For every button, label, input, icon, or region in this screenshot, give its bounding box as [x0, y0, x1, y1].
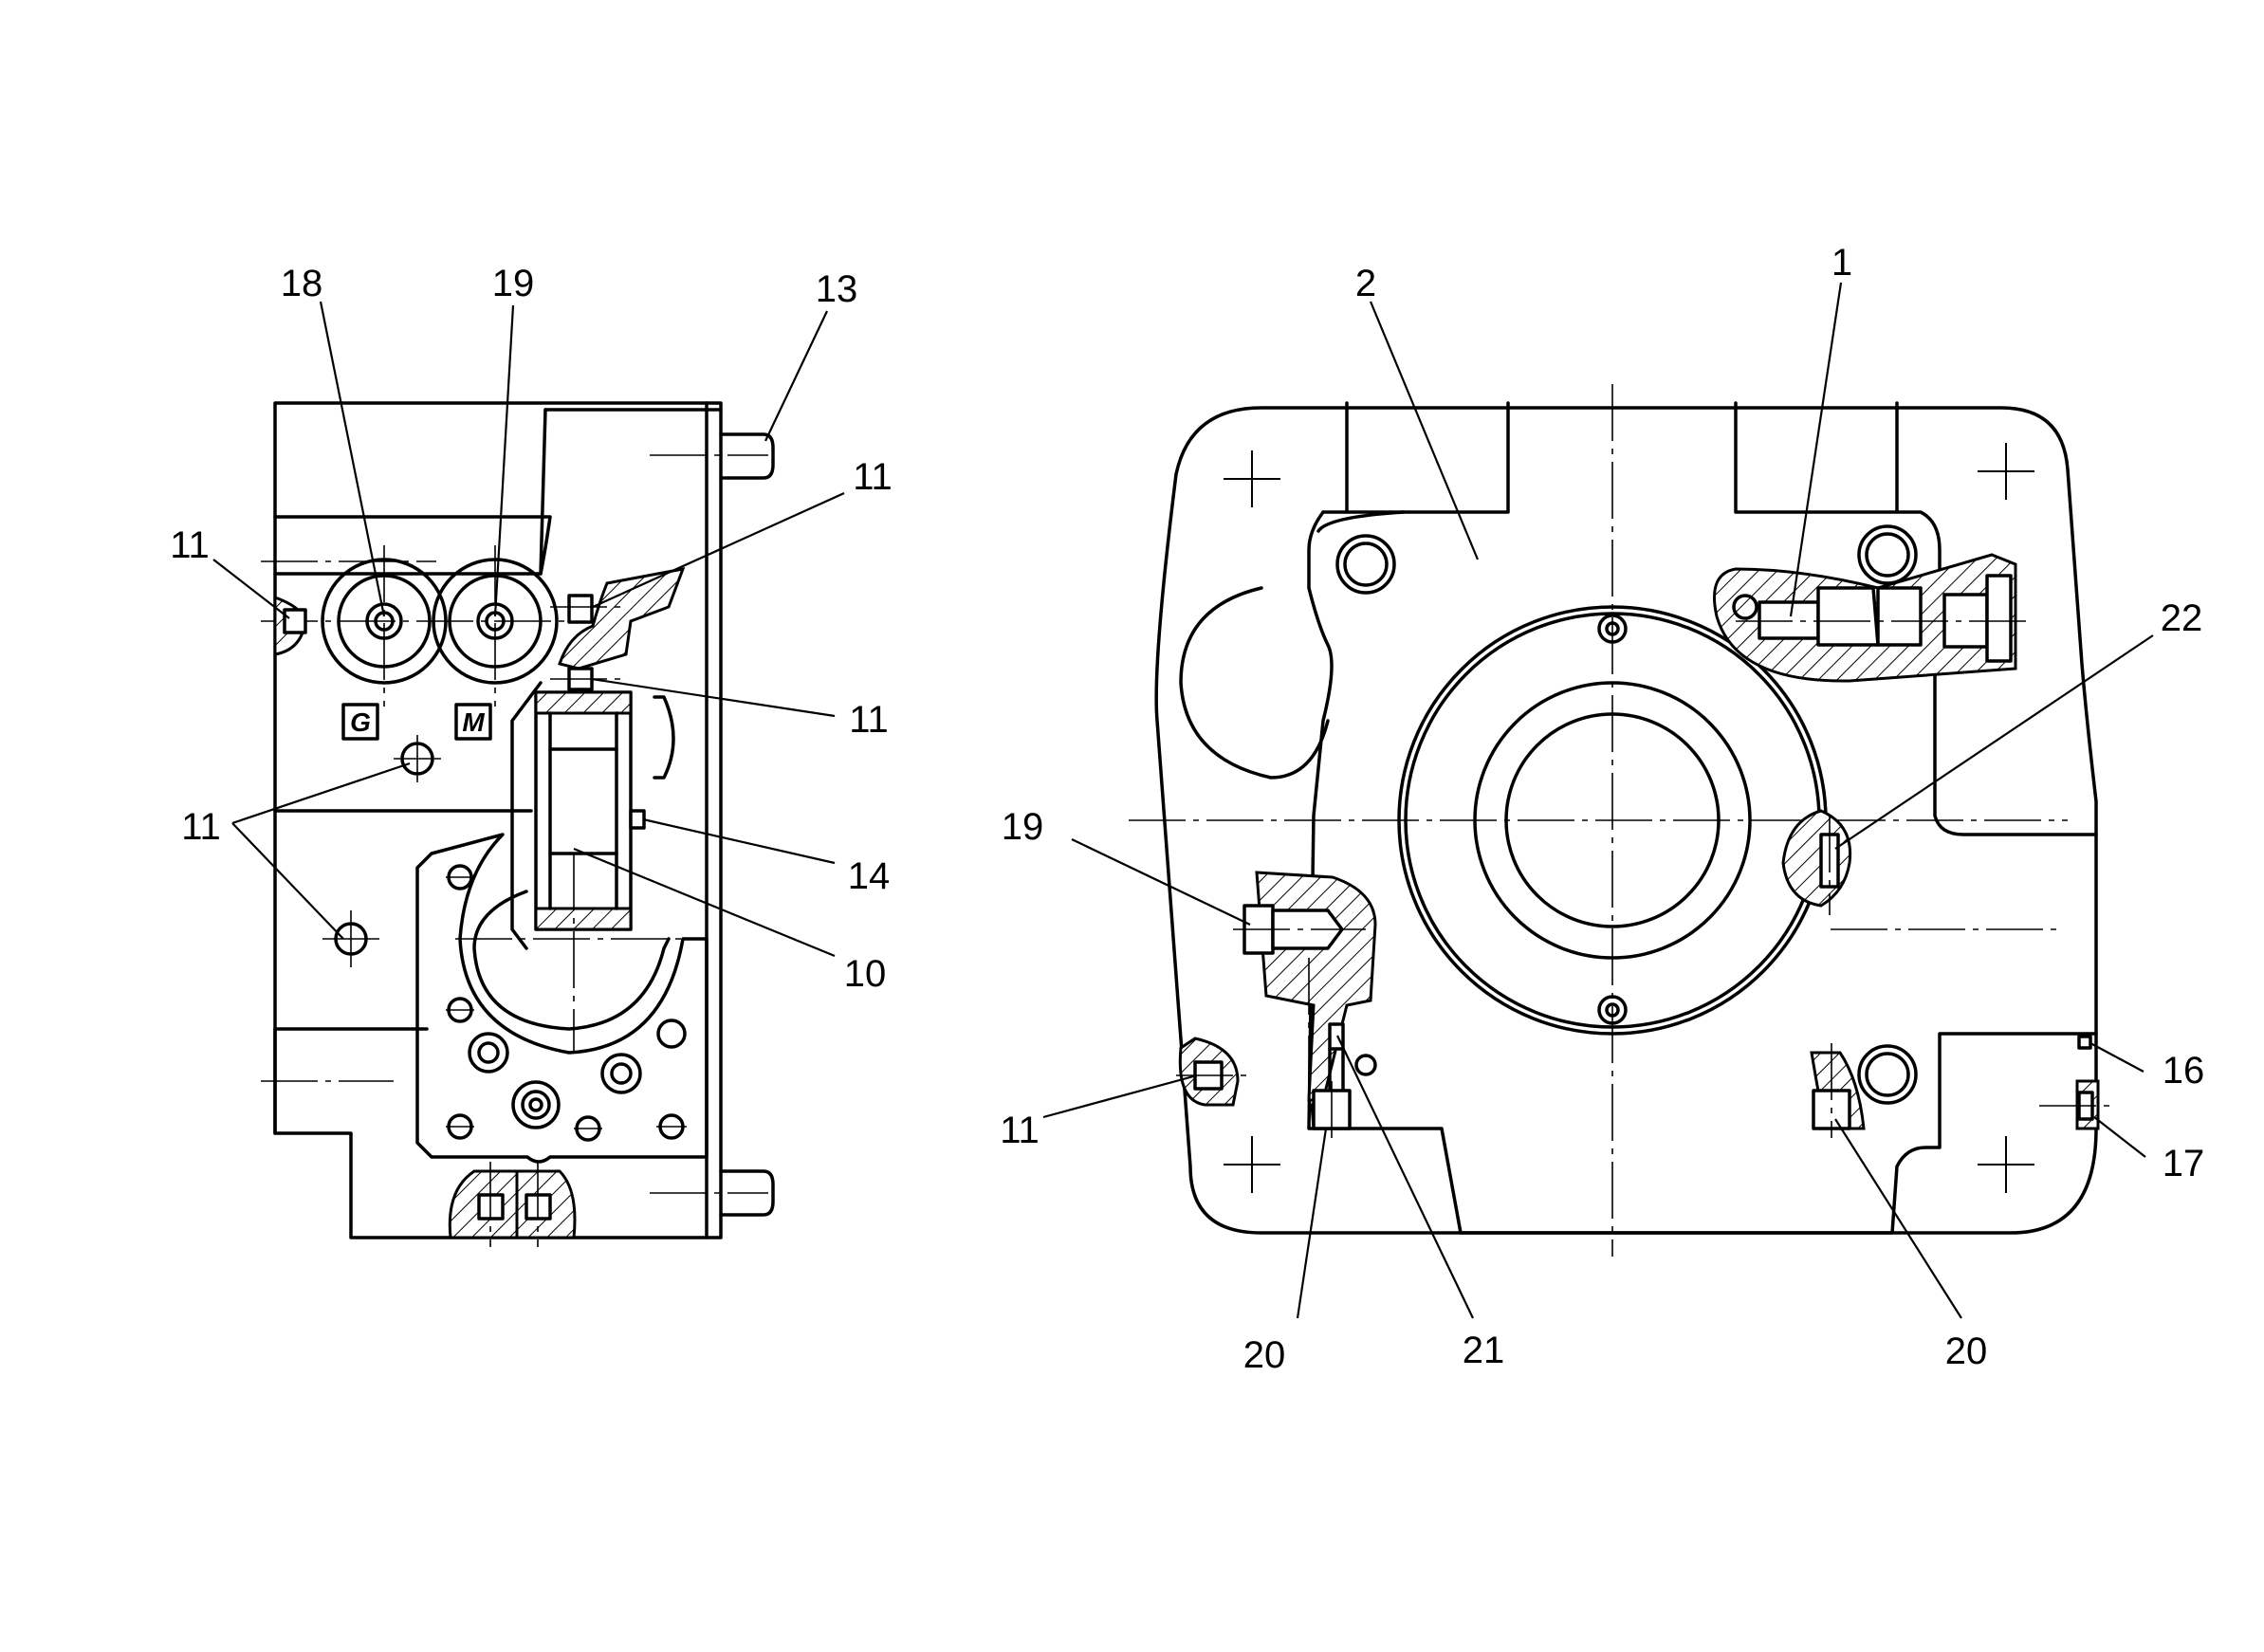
- port-m-box: [454, 703, 492, 741]
- callout-20-left: 20: [1243, 1334, 1286, 1376]
- callout-19-left: 19: [492, 263, 535, 304]
- flange-bolts: [446, 864, 687, 1142]
- callout-11-top-left: 11: [170, 524, 210, 566]
- right-plate-outline: [1154, 406, 2098, 1235]
- right-inner-flange: [1307, 510, 2098, 1235]
- lower-guide-pin: [719, 1169, 775, 1217]
- callout-11-right: 11: [1000, 1110, 1040, 1151]
- port-m-label: M: [462, 707, 485, 737]
- left-housing-outline: [273, 401, 723, 1239]
- callout-21: 21: [1463, 1330, 1505, 1371]
- port-g-box: [341, 703, 379, 741]
- callout-2: 2: [1355, 263, 1376, 304]
- callout-13: 13: [816, 268, 858, 310]
- callout-18: 18: [281, 263, 323, 304]
- port-g-label: G: [350, 707, 371, 737]
- upper-guide-pin: [719, 432, 775, 480]
- left-lower-flange: [415, 833, 709, 1164]
- callout-22: 22: [2161, 597, 2203, 639]
- callout-17: 17: [2163, 1143, 2205, 1184]
- callout-20-right: 20: [1945, 1331, 1988, 1372]
- right-view: [1129, 384, 2110, 1257]
- callout-11-mid-right: 11: [849, 699, 889, 741]
- callout-19-right: 19: [1002, 806, 1044, 848]
- callout-16: 16: [2163, 1050, 2205, 1092]
- corner-marks: [1224, 443, 2034, 1193]
- callout-11-lower-left: 11: [181, 806, 221, 848]
- callout-10: 10: [844, 953, 887, 995]
- callout-14: 14: [848, 855, 891, 897]
- left-view: G M: [261, 401, 775, 1247]
- callouts: 18 19 13 11 11 11 11 14 10 2 1 22 19 11 …: [170, 242, 2204, 1376]
- callout-11-top-right: 11: [853, 456, 893, 498]
- callout-1: 1: [1831, 242, 1852, 284]
